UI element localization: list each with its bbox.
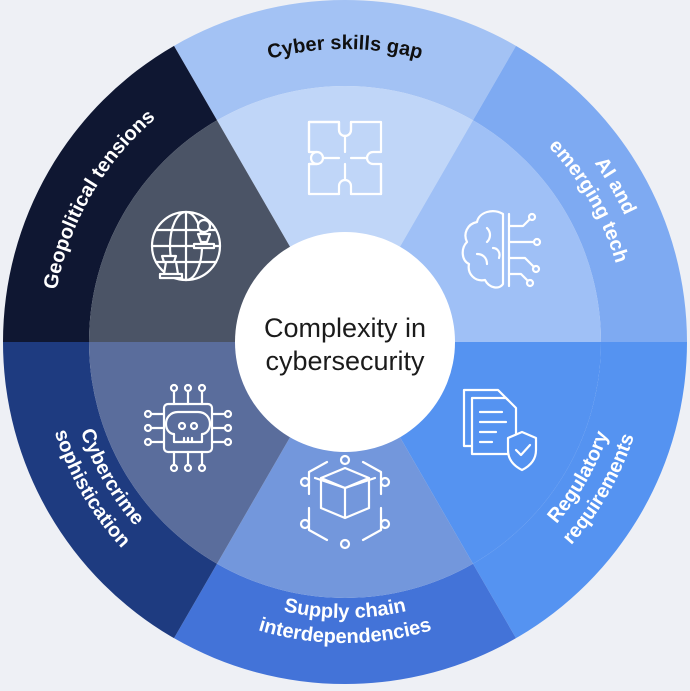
puzzle-icon xyxy=(307,120,383,196)
brain-circuit-icon xyxy=(461,210,542,289)
segment-icons xyxy=(143,120,542,550)
globe-chess-icon xyxy=(150,210,222,282)
document-shield-icon xyxy=(462,388,538,472)
package-network-icon xyxy=(299,454,391,550)
outer-segment-ai xyxy=(473,45,687,343)
outer-segment-geopolitical xyxy=(3,45,217,343)
outer-segment-cybercrime xyxy=(3,342,217,639)
outer-ring xyxy=(3,0,687,684)
outer-segment-regulatory xyxy=(473,342,687,639)
center-disc xyxy=(235,232,455,452)
outer-segment-skills xyxy=(174,0,516,121)
outer-segment-supply xyxy=(174,563,516,684)
center-title-line2: cybersecurity xyxy=(265,346,425,376)
center-circle: Complexity in cybersecurity xyxy=(235,232,455,452)
inner-segment-supply xyxy=(217,342,473,599)
skull-chip-icon xyxy=(143,383,233,473)
center-title-line1: Complexity in xyxy=(264,313,426,343)
inner-segment-skills xyxy=(217,85,473,342)
